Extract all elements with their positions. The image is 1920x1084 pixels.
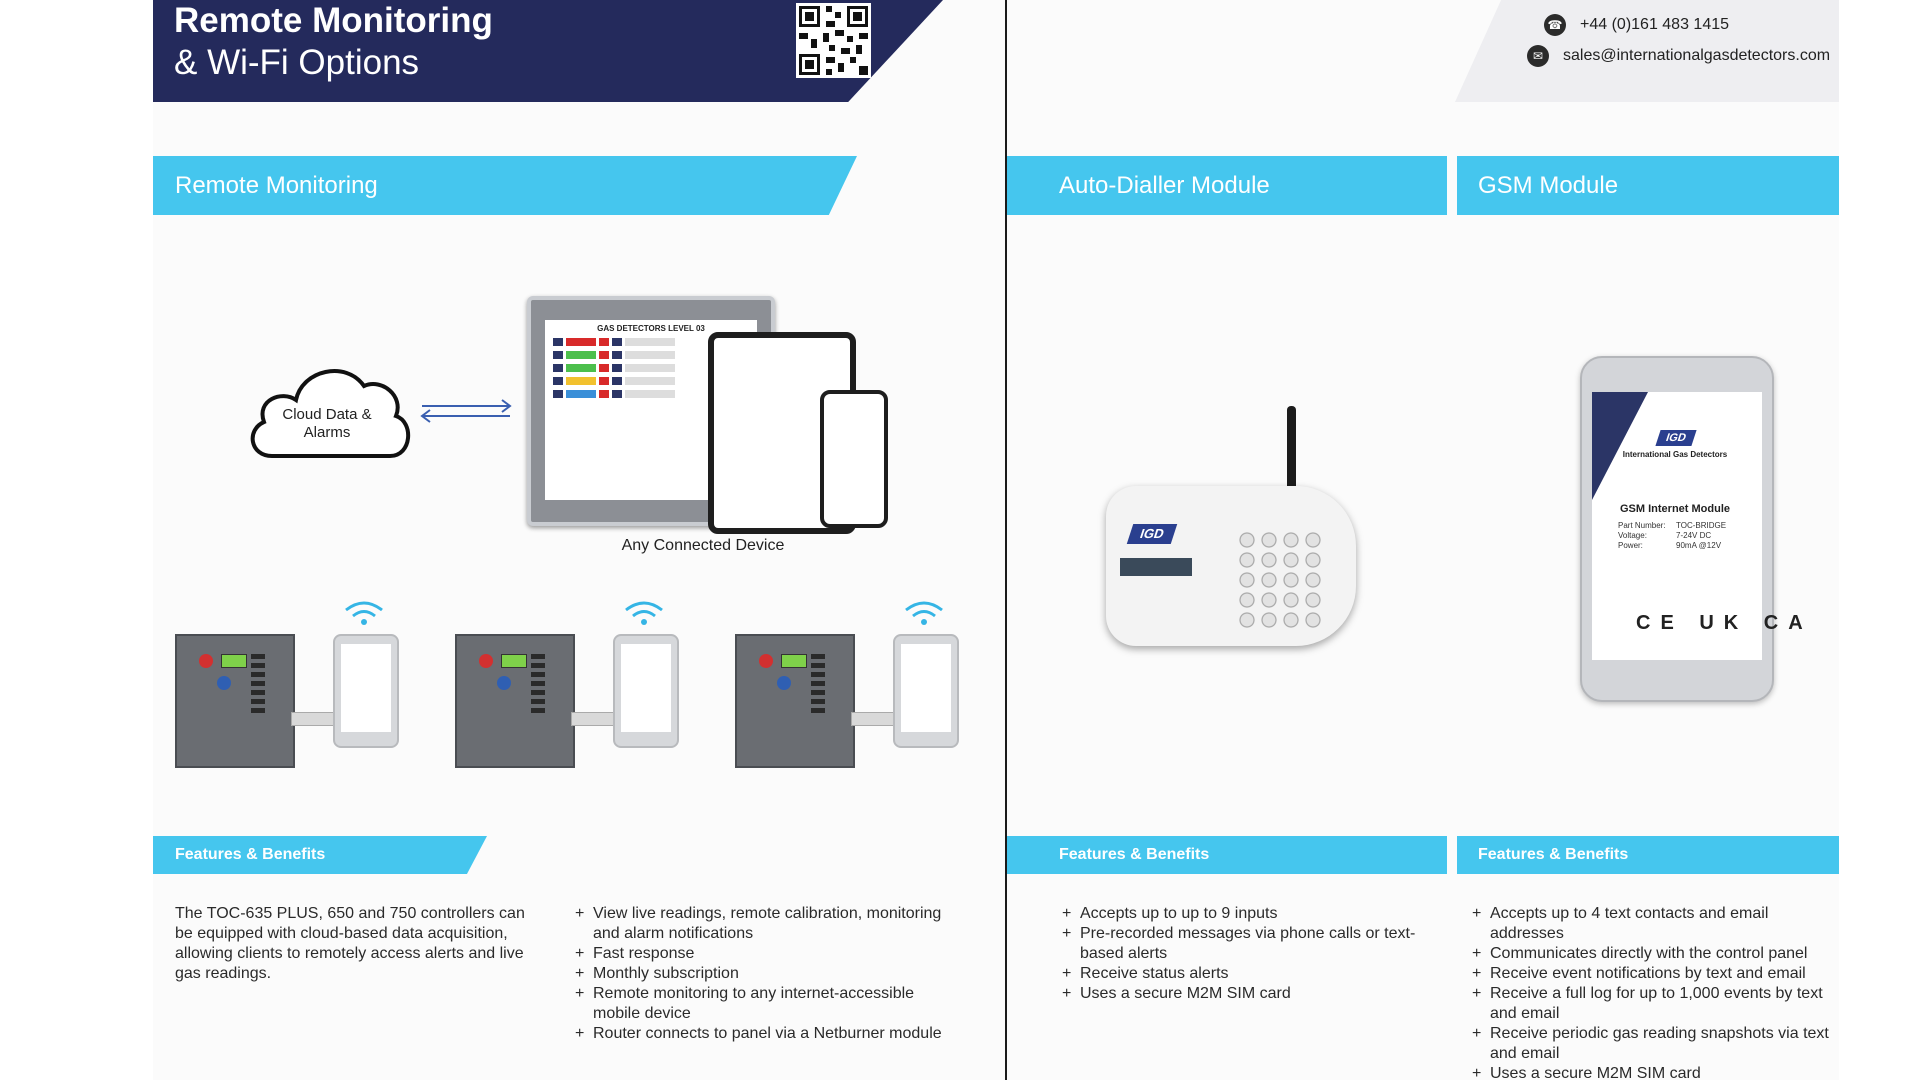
list-item: Accepts up to 4 text contacts and email … <box>1472 904 1832 944</box>
list-item: Remote monitoring to any internet-access… <box>575 984 965 1024</box>
list-item: Monthly subscription <box>575 964 965 984</box>
features-banner-dialler: Features & Benefits <box>1007 836 1447 874</box>
gsm-spec-row: Power:90mA @12V <box>1618 541 1722 550</box>
list-item: Receive a full log for up to 1,000 event… <box>1472 984 1832 1024</box>
page-divider <box>1005 0 1007 1080</box>
features-banner-remote: Features & Benefits <box>153 836 487 874</box>
list-item: Communicates directly with the control p… <box>1472 944 1832 964</box>
list-item: Router connects to panel via a Netburner… <box>575 1024 965 1044</box>
list-item: Receive event notifications by text and … <box>1472 964 1832 984</box>
section-banner-remote: Remote Monitoring <box>153 156 857 215</box>
connector-pipe <box>291 712 337 726</box>
controller-unit-3 <box>735 600 985 770</box>
controller-panel <box>735 634 855 768</box>
features-banner-gsm: Features & Benefits <box>1457 836 1839 874</box>
email-address: sales@internationalgasdetectors.com <box>1563 47 1831 64</box>
list-item: View live readings, remote calibration, … <box>575 904 965 944</box>
phone-icon: ☎ <box>1544 14 1566 36</box>
gsm-module-small <box>893 634 959 748</box>
envelope-icon: ✉ <box>1527 45 1549 67</box>
features-heading: Features & Benefits <box>175 846 326 863</box>
section-title-remote: Remote Monitoring <box>175 172 378 199</box>
phone-device <box>820 390 888 528</box>
contact-panel <box>1455 0 1839 102</box>
dialler-keypad <box>1236 530 1326 630</box>
page-subtitle: & Wi-Fi Options <box>174 43 420 82</box>
gsm-spec-row: Voltage:7-24V DC <box>1618 531 1712 540</box>
list-item: Uses a secure M2M SIM card <box>1472 1064 1832 1084</box>
monitor-heading: GAS DETECTORS LEVEL 03 <box>597 324 705 333</box>
controller-panel <box>175 634 295 768</box>
wifi-icon <box>625 601 663 625</box>
list-item: Receive periodic gas reading snapshots v… <box>1472 1024 1832 1064</box>
connector-pipe <box>571 712 617 726</box>
wifi-icon <box>905 601 943 625</box>
connector-pipe <box>851 712 897 726</box>
gsm-feature-list: Accepts up to 4 text contacts and email … <box>1472 904 1832 1084</box>
section-banner-gsm: GSM Module <box>1457 156 1839 215</box>
dialler-feature-list: Accepts up to up to 9 inputs Pre-recorde… <box>1062 904 1432 1004</box>
phone-number: +44 (0)161 483 1415 <box>1580 16 1730 33</box>
features-heading: Features & Benefits <box>1059 846 1210 863</box>
gsm-company: International Gas Detectors <box>1622 450 1728 459</box>
contact-email[interactable]: ✉ sales@internationalgasdetectors.com <box>1527 45 1830 67</box>
list-item: Receive status alerts <box>1062 964 1432 984</box>
dialler-screen <box>1120 558 1192 576</box>
remote-feature-list: View live readings, remote calibration, … <box>575 904 965 1044</box>
gsm-module-device <box>1580 356 1774 702</box>
qr-code-icon[interactable] <box>796 3 871 78</box>
features-heading: Features & Benefits <box>1478 846 1629 863</box>
page-title: Remote Monitoring <box>174 1 493 40</box>
device-caption: Any Connected Device <box>621 537 785 554</box>
list-item: Pre-recorded messages via phone calls or… <box>1062 924 1432 964</box>
cloud-label: Cloud Data & Alarms <box>282 406 372 441</box>
gsm-module-small <box>333 634 399 748</box>
gsm-title: GSM Internet Module <box>1620 503 1730 515</box>
dialler-logo: IGD <box>1126 524 1178 544</box>
gsm-spec-row: Part Number:TOC-BRIDGE <box>1618 521 1727 530</box>
controller-unit-2 <box>455 600 705 770</box>
remote-intro-text: The TOC-635 PLUS, 650 and 750 controller… <box>175 905 525 982</box>
list-item: Fast response <box>575 944 965 964</box>
list-item: Uses a secure M2M SIM card <box>1062 984 1432 1004</box>
gsm-marks: CE UK CA <box>1636 612 1813 634</box>
controller-unit-1 <box>175 600 425 770</box>
dialler-antenna <box>1287 406 1296 492</box>
cloud-icon <box>250 369 411 458</box>
list-item: Accepts up to up to 9 inputs <box>1062 904 1432 924</box>
gsm-logo: IGD <box>1655 430 1697 446</box>
controller-panel <box>455 634 575 768</box>
section-title-dialler: Auto-Dialler Module <box>1059 172 1270 199</box>
sync-arrows-icon <box>420 399 512 423</box>
contact-phone[interactable]: ☎ +44 (0)161 483 1415 <box>1544 14 1729 36</box>
section-banner-dialler: Auto-Dialler Module <box>1007 156 1447 215</box>
wifi-icon <box>345 601 383 625</box>
gsm-module-small <box>613 634 679 748</box>
section-title-gsm: GSM Module <box>1478 172 1619 199</box>
